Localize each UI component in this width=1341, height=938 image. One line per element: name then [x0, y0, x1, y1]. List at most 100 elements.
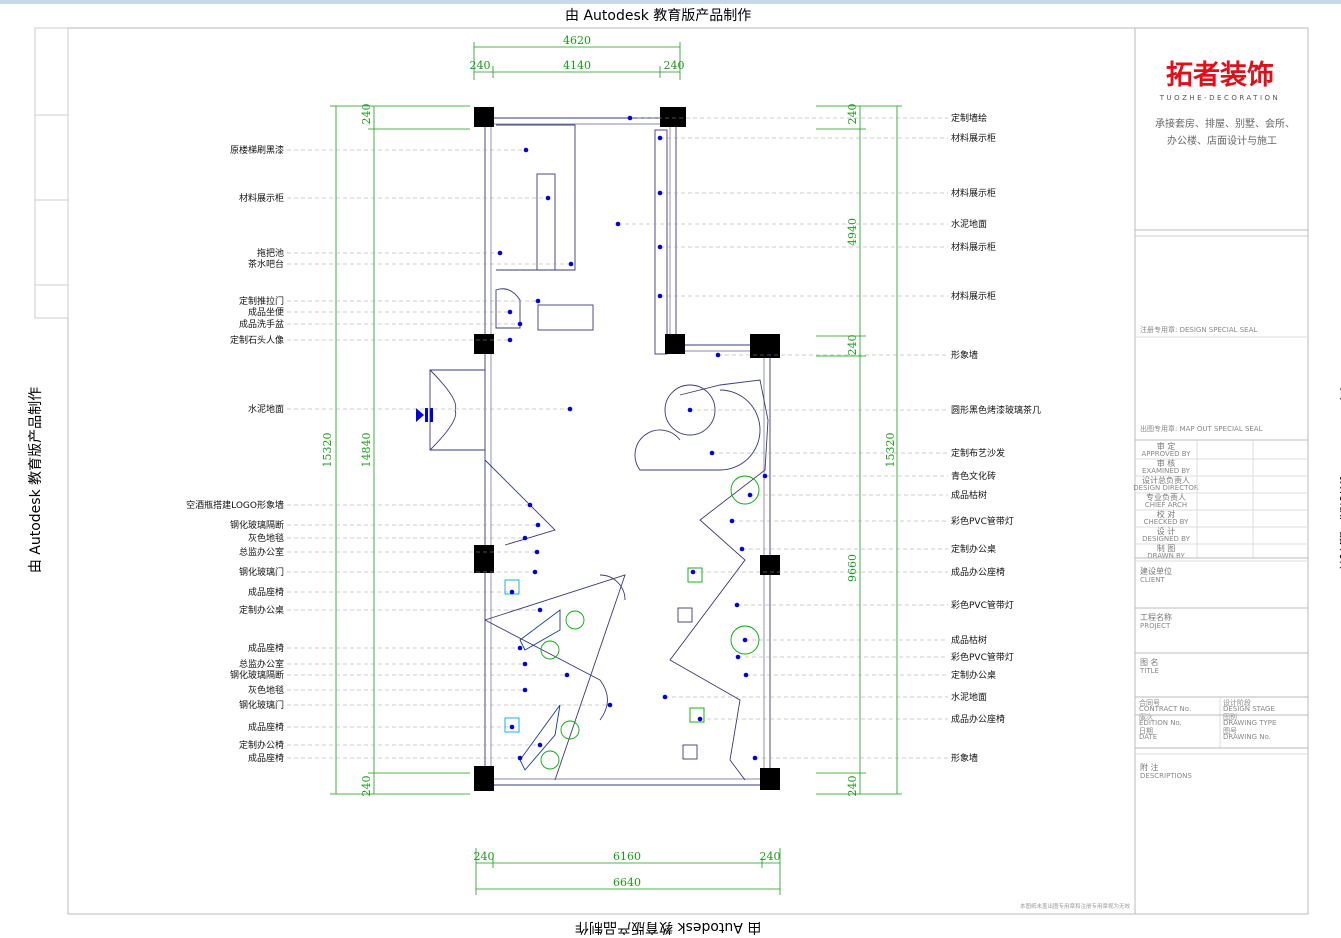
- svg-text:DESIGNED BY: DESIGNED BY: [1142, 535, 1190, 543]
- callout-dot: [507, 337, 513, 343]
- dimension-text: 4620 240 4140 240 240 6160 240 6640 1532…: [321, 34, 897, 889]
- callout-label: 形象墙: [951, 752, 978, 764]
- svg-text:4140: 4140: [563, 59, 591, 72]
- callout-left: 成品座椅: [248, 586, 515, 598]
- meta-label: 图别: [1223, 712, 1237, 721]
- right-callouts: 定制墙绘材料展示柜材料展示柜水泥地面材料展示柜材料展示柜形象墙圆形黑色烤漆玻璃茶…: [615, 112, 1041, 764]
- meta-label: 日期: [1139, 727, 1153, 735]
- callout-dot: [568, 261, 574, 267]
- callout-left: 原楼梯刷黑漆: [230, 144, 529, 156]
- callout-dot: [734, 602, 740, 608]
- callout-label: 灰色地毯: [248, 684, 284, 696]
- callout-right: 材料展示柜: [657, 290, 996, 302]
- callout-dot: [615, 221, 621, 227]
- callout-right: 定制办公桌: [743, 669, 996, 681]
- window-top-border: [0, 0, 1341, 4]
- callout-label: 成品枯树: [951, 489, 987, 501]
- callout-right: 水泥地面: [615, 218, 987, 230]
- callout-dot: [534, 549, 540, 555]
- svg-text:TITLE: TITLE: [1139, 667, 1159, 675]
- callout-dot: [657, 293, 663, 299]
- role-label: 设计总负责人: [1142, 475, 1190, 485]
- svg-text:240: 240: [846, 104, 859, 125]
- callout-right: 成品枯树: [747, 489, 987, 501]
- callout-dot: [729, 518, 735, 524]
- callout-left: 成品洗手盆: [239, 318, 523, 330]
- callout-dot: [535, 298, 541, 304]
- callout-right: 定制办公桌: [739, 543, 996, 555]
- title-block: 拓者装饰 TUOZHE-DECORATION 承接套房、排屋、别墅、会所、 办公…: [1020, 60, 1308, 910]
- callout-left: 成品坐便: [248, 306, 513, 318]
- svg-text:EXAMINED BY: EXAMINED BY: [1142, 467, 1191, 475]
- callout-left: 成品座椅: [248, 642, 523, 654]
- callout-left: 定制办公椅: [239, 739, 543, 751]
- callout-dot: [509, 589, 515, 595]
- svg-text:240: 240: [360, 776, 373, 797]
- watermark-top: 由 Autodesk 教育版产品制作: [565, 8, 752, 24]
- callout-left: 灰色地毯: [248, 684, 528, 696]
- callout-left: 总监办公室: [239, 658, 528, 670]
- callout-right: 圆形黑色烤漆玻璃茶几: [687, 404, 1041, 416]
- callout-label: 原楼梯刷黑漆: [230, 144, 284, 156]
- callout-right: 彩色PVC管带灯: [734, 599, 1014, 611]
- svg-text:出图专用章: MAP OUT SPECIAL SEAL: 出图专用章: MAP OUT SPECIAL SEAL: [1140, 424, 1263, 433]
- callout-label: 成品办公座椅: [951, 713, 1005, 725]
- callout-right: 形象墙: [715, 349, 978, 361]
- callout-dot: [507, 309, 513, 315]
- callout-left: 成品座椅: [248, 752, 523, 764]
- svg-text:14840: 14840: [360, 433, 373, 468]
- callout-dot: [523, 147, 529, 153]
- svg-text:DRAWING TYPE: DRAWING TYPE: [1223, 719, 1276, 727]
- svg-text:4620: 4620: [563, 34, 591, 47]
- callout-label: 形象墙: [951, 349, 978, 361]
- callout-label: 总监办公室: [239, 658, 284, 670]
- callout-dot: [687, 407, 693, 413]
- callout-label: 水泥地面: [248, 403, 284, 415]
- svg-text:承接套房、排屋、别墅、会所、: 承接套房、排屋、别墅、会所、: [1155, 117, 1295, 130]
- callout-left: 定制石头人像: [230, 334, 513, 346]
- meta-label: 图号: [1223, 727, 1237, 735]
- callout-right: 彩色PVC管带灯: [729, 515, 1014, 527]
- svg-text:DESIGN STAGE: DESIGN STAGE: [1223, 705, 1275, 713]
- callout-right: 材料展示柜: [657, 132, 996, 144]
- callout-dot: [742, 637, 748, 643]
- callout-left: 总监办公室: [239, 546, 540, 558]
- callout-dot: [517, 645, 523, 651]
- callout-label: 定制石头人像: [230, 334, 284, 346]
- svg-text:6640: 6640: [613, 876, 641, 889]
- callout-left: 定制推拉门: [239, 295, 541, 307]
- left-callouts: 原楼梯刷黑漆材料展示柜拖把池茶水吧台定制推拉门成品坐便成品洗手盆定制石头人像水泥…: [186, 144, 613, 764]
- callout-dot: [607, 702, 613, 708]
- svg-text:CLIENT: CLIENT: [1140, 576, 1166, 584]
- callout-right: 定制墙绘: [627, 112, 987, 124]
- callout-label: 成品坐便: [248, 306, 284, 318]
- svg-text:240: 240: [470, 59, 491, 72]
- binding-strip: [34, 27, 69, 319]
- svg-text:DATE: DATE: [1139, 733, 1157, 741]
- callout-label: 灰色地毯: [248, 532, 284, 544]
- svg-text:9660: 9660: [846, 554, 859, 582]
- callout-right: 青色文化砖: [762, 470, 996, 482]
- callout-dot: [735, 654, 741, 660]
- svg-text:6160: 6160: [613, 850, 641, 863]
- callout-label: 圆形黑色烤漆玻璃茶几: [951, 404, 1041, 416]
- entrance-arrow-icon: [416, 408, 433, 422]
- callout-dot: [747, 492, 753, 498]
- svg-text:CONTRACT No.: CONTRACT No.: [1139, 705, 1191, 713]
- callout-dot: [522, 687, 528, 693]
- callout-label: 彩色PVC管带灯: [951, 599, 1014, 611]
- callout-label: 彩色PVC管带灯: [951, 515, 1014, 527]
- svg-text:办公楼、店面设计与施工: 办公楼、店面设计与施工: [1167, 134, 1277, 147]
- callout-right: 定制布艺沙发: [709, 447, 1005, 459]
- callout-dot: [517, 321, 523, 327]
- callout-dot: [517, 755, 523, 761]
- callout-dot: [752, 755, 758, 761]
- callout-label: 材料展示柜: [951, 132, 996, 144]
- callout-label: 青色文化砖: [951, 470, 996, 482]
- callout-dot: [657, 244, 663, 250]
- callout-label: 钢化玻璃门: [239, 566, 284, 578]
- callout-left: 钢化玻璃隔断: [230, 669, 570, 681]
- callout-label: 成品枯树: [951, 634, 987, 646]
- callout-right: 材料展示柜: [657, 241, 996, 253]
